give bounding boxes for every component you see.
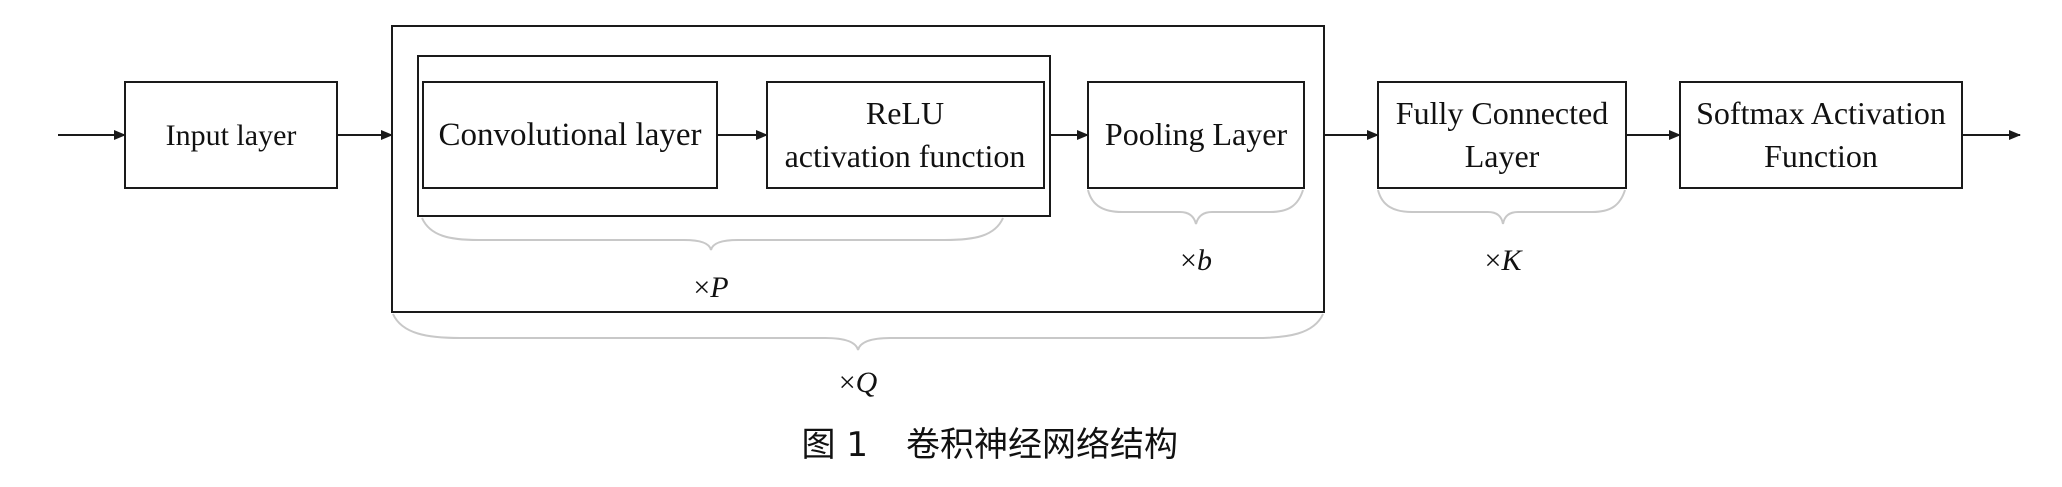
softmax-label-line-1: Softmax Activation xyxy=(1696,95,1946,131)
multiplier-p: ×P xyxy=(693,271,728,304)
brace-p xyxy=(421,217,1004,251)
relu-label-line-2: activation function xyxy=(785,138,1026,174)
relu-label-line-1: ReLU xyxy=(866,95,944,131)
fc-label-line-1: Fully Connected xyxy=(1396,95,1608,131)
multiplier-k: ×K xyxy=(1485,244,1524,277)
convolutional-layer-box xyxy=(422,81,718,189)
figure-caption-number: 图 1 xyxy=(802,425,868,465)
convolutional-layer-label: Convolutional layer xyxy=(438,117,701,153)
pooling-layer-box xyxy=(1087,81,1305,189)
input-layer-box xyxy=(124,81,338,189)
brace-q xyxy=(392,313,1324,351)
brace-b xyxy=(1087,189,1304,225)
fully-connected-layer-box xyxy=(1377,81,1627,189)
fc-label-line-2: Layer xyxy=(1465,138,1540,174)
multiplier-b: ×b xyxy=(1180,244,1212,277)
pooling-layer-label: Pooling Layer xyxy=(1105,116,1288,152)
brace-k xyxy=(1377,189,1626,225)
relu-activation-box xyxy=(766,81,1045,189)
multiplier-q: ×Q xyxy=(839,366,878,399)
figure-caption-title: 卷积神经网络结构 xyxy=(906,425,1178,465)
input-layer-label: Input layer xyxy=(166,119,297,152)
softmax-label-line-2: Function xyxy=(1764,138,1878,174)
